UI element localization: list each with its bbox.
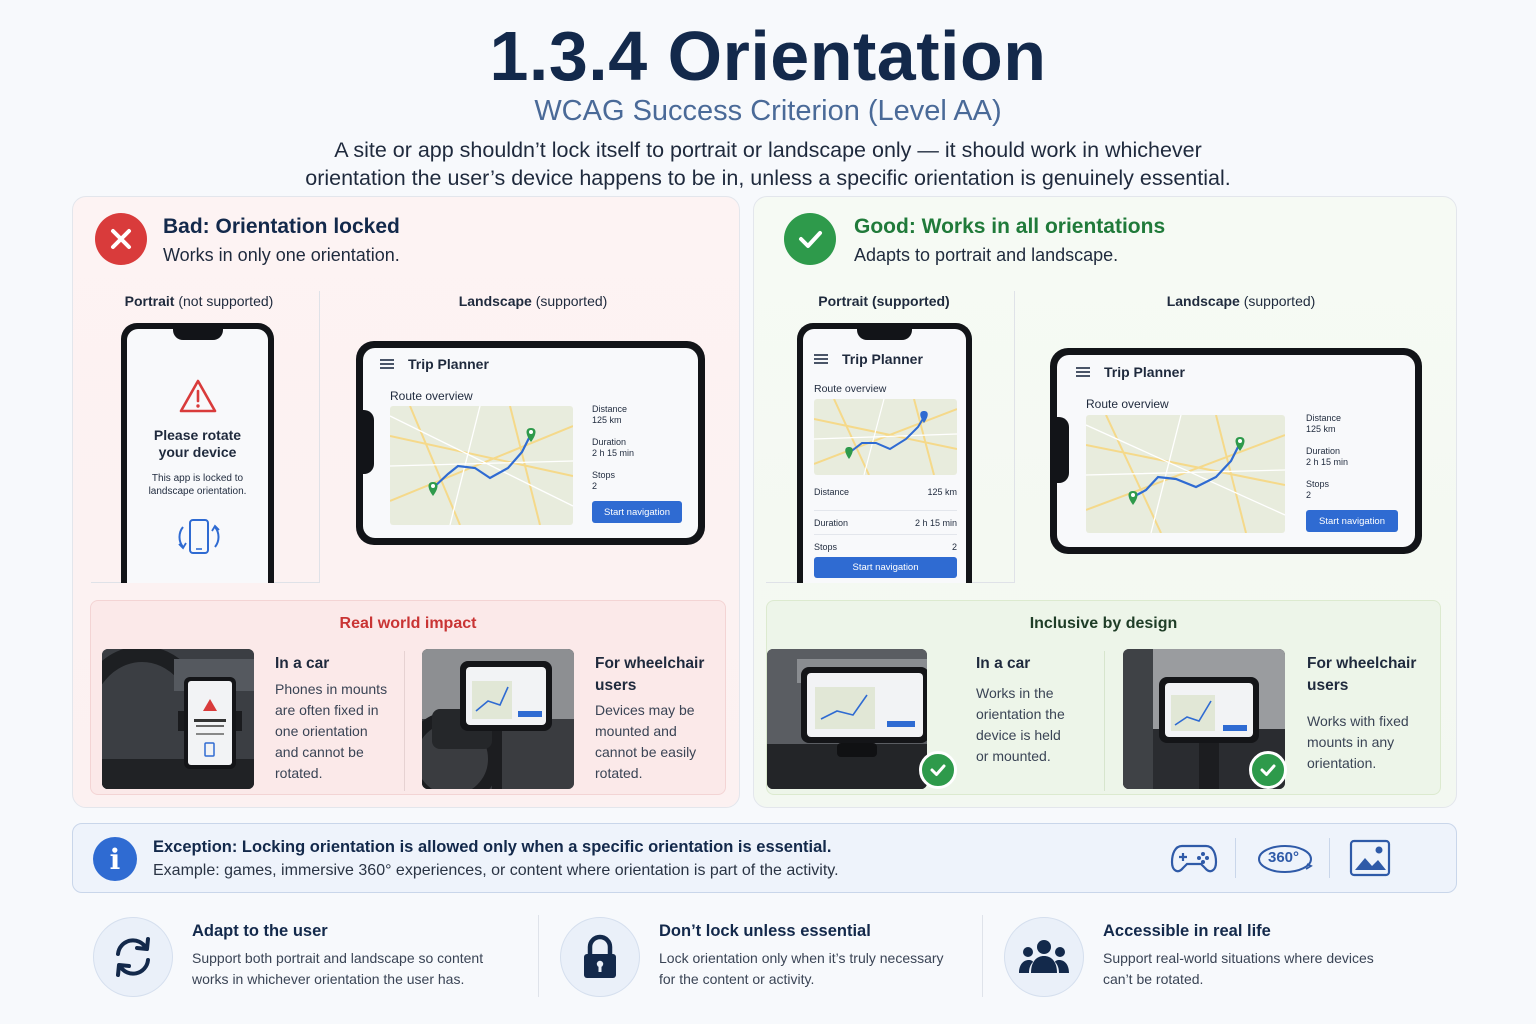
car-mount-photo	[102, 649, 254, 789]
good-panel-title: Good: Works in all orientations	[854, 215, 1166, 238]
feature-divider	[982, 915, 983, 997]
info-icon: i	[93, 837, 137, 881]
app-title: Trip Planner	[842, 351, 923, 367]
inclusive-design-box: Inclusive by design In a car Works in th…	[766, 600, 1441, 795]
bad-landscape-label: Landscape (supported)	[458, 293, 608, 309]
good-portrait-label: Portrait (supported)	[818, 293, 950, 309]
phone-notch	[857, 329, 912, 340]
exception-banner: i Exception: Locking orientation is allo…	[72, 823, 1457, 893]
car-impact-heading: In a car	[976, 655, 1031, 672]
checkmark-icon	[1249, 751, 1287, 789]
bad-panel-title: Bad: Orientation locked	[163, 215, 400, 238]
bad-example-panel: Bad: Orientation locked Works in only on…	[72, 196, 740, 808]
image-icon	[1345, 836, 1395, 880]
page-description: A site or app shouldn’t lock itself to p…	[0, 136, 1536, 192]
description-line-2: orientation the user’s device happens to…	[305, 166, 1231, 190]
route-map[interactable]	[390, 406, 573, 525]
exception-body: Example: games, immersive 360° experienc…	[153, 862, 839, 879]
landscape-phone-bad: Trip Planner Route overview Distance 125…	[356, 341, 705, 545]
icon-divider	[1329, 838, 1330, 878]
start-navigation-button[interactable]: Start navigation	[1306, 510, 1398, 532]
feature-adapt-title: Adapt to the user	[192, 922, 328, 940]
good-panel-subtitle: Adapts to portrait and landscape.	[854, 245, 1119, 265]
car-impact-heading: In a car	[275, 655, 330, 672]
impact-title: Inclusive by design	[1029, 615, 1178, 632]
good-example-panel: Good: Works in all orientations Adapts t…	[753, 196, 1457, 808]
route-map[interactable]	[1086, 415, 1285, 533]
rotate-icon	[93, 917, 173, 997]
route-label: Route overview	[1086, 397, 1169, 411]
description-line-1: A site or app shouldn’t lock itself to p…	[334, 138, 1202, 162]
rotate-device-icon	[173, 517, 225, 562]
warning-icon	[179, 379, 217, 418]
start-navigation-button[interactable]: Start navigation	[592, 501, 682, 523]
app-bar: Trip Planner	[814, 351, 923, 367]
feature-real-life-body: Support real-world situations where devi…	[1103, 950, 1374, 987]
checkmark-icon	[919, 751, 957, 789]
page-subtitle: WCAG Success Criterion (Level AA)	[534, 95, 1002, 127]
menu-icon[interactable]	[380, 359, 394, 369]
impact-divider	[404, 651, 405, 791]
people-icon	[1004, 917, 1084, 997]
exception-title: Exception: Locking orientation is allowe…	[153, 838, 832, 856]
header: 1.3.4 Orientation WCAG Success Criterion…	[0, 14, 1536, 192]
column-divider	[319, 291, 320, 583]
lock-icon	[560, 917, 640, 997]
app-bar: Trip Planner	[1076, 364, 1185, 380]
page-title: 1.3.4 Orientation	[489, 17, 1047, 95]
feature-lock-title: Don’t lock unless essential	[659, 922, 871, 940]
trip-stats: Distance 125 km Duration 2 h 15 min Stop…	[592, 404, 635, 491]
gamepad-icon	[1169, 836, 1219, 880]
start-navigation-button[interactable]: Start navigation	[814, 557, 957, 578]
cross-icon	[95, 213, 147, 265]
360-view-icon: 360°	[1255, 836, 1315, 880]
route-label: Route overview	[814, 383, 887, 395]
route-map[interactable]	[814, 399, 957, 475]
landscape-phone-good: Trip Planner Route overview Distance 125…	[1050, 348, 1422, 554]
app-title: Trip Planner	[1104, 364, 1185, 380]
feature-adapt-body: Support both portrait and landscape so c…	[192, 950, 484, 987]
menu-icon[interactable]	[814, 354, 828, 364]
trip-stats: Distance 125 km Duration 2 h 15 min Stop…	[1306, 413, 1349, 500]
feature-divider	[538, 915, 539, 997]
menu-icon[interactable]	[1076, 367, 1090, 377]
wheelchair-mount-photo	[422, 649, 574, 789]
phone-notch	[1057, 417, 1069, 483]
real-world-impact-box: Real world impact In a car Phones in mou…	[90, 600, 726, 795]
impact-divider	[1104, 651, 1105, 791]
feature-lock-body: Lock orientation only when it’s truly ne…	[659, 950, 944, 987]
app-bar: Trip Planner	[380, 356, 489, 372]
bad-panel-subtitle: Works in only one orientation.	[163, 245, 400, 265]
impact-title: Real world impact	[339, 615, 477, 632]
phone-notch	[363, 410, 374, 474]
checkmark-icon	[784, 213, 836, 265]
bad-portrait-label: Portrait (not supported)	[124, 293, 274, 309]
icon-divider	[1235, 838, 1236, 878]
good-landscape-label: Landscape (supported)	[1166, 293, 1316, 309]
feature-real-life-title: Accessible in real life	[1103, 922, 1271, 940]
phone-notch	[173, 329, 223, 340]
car-mount-photo	[767, 649, 927, 789]
column-divider	[1014, 291, 1015, 583]
route-label: Route overview	[390, 389, 473, 403]
app-title: Trip Planner	[408, 356, 489, 372]
